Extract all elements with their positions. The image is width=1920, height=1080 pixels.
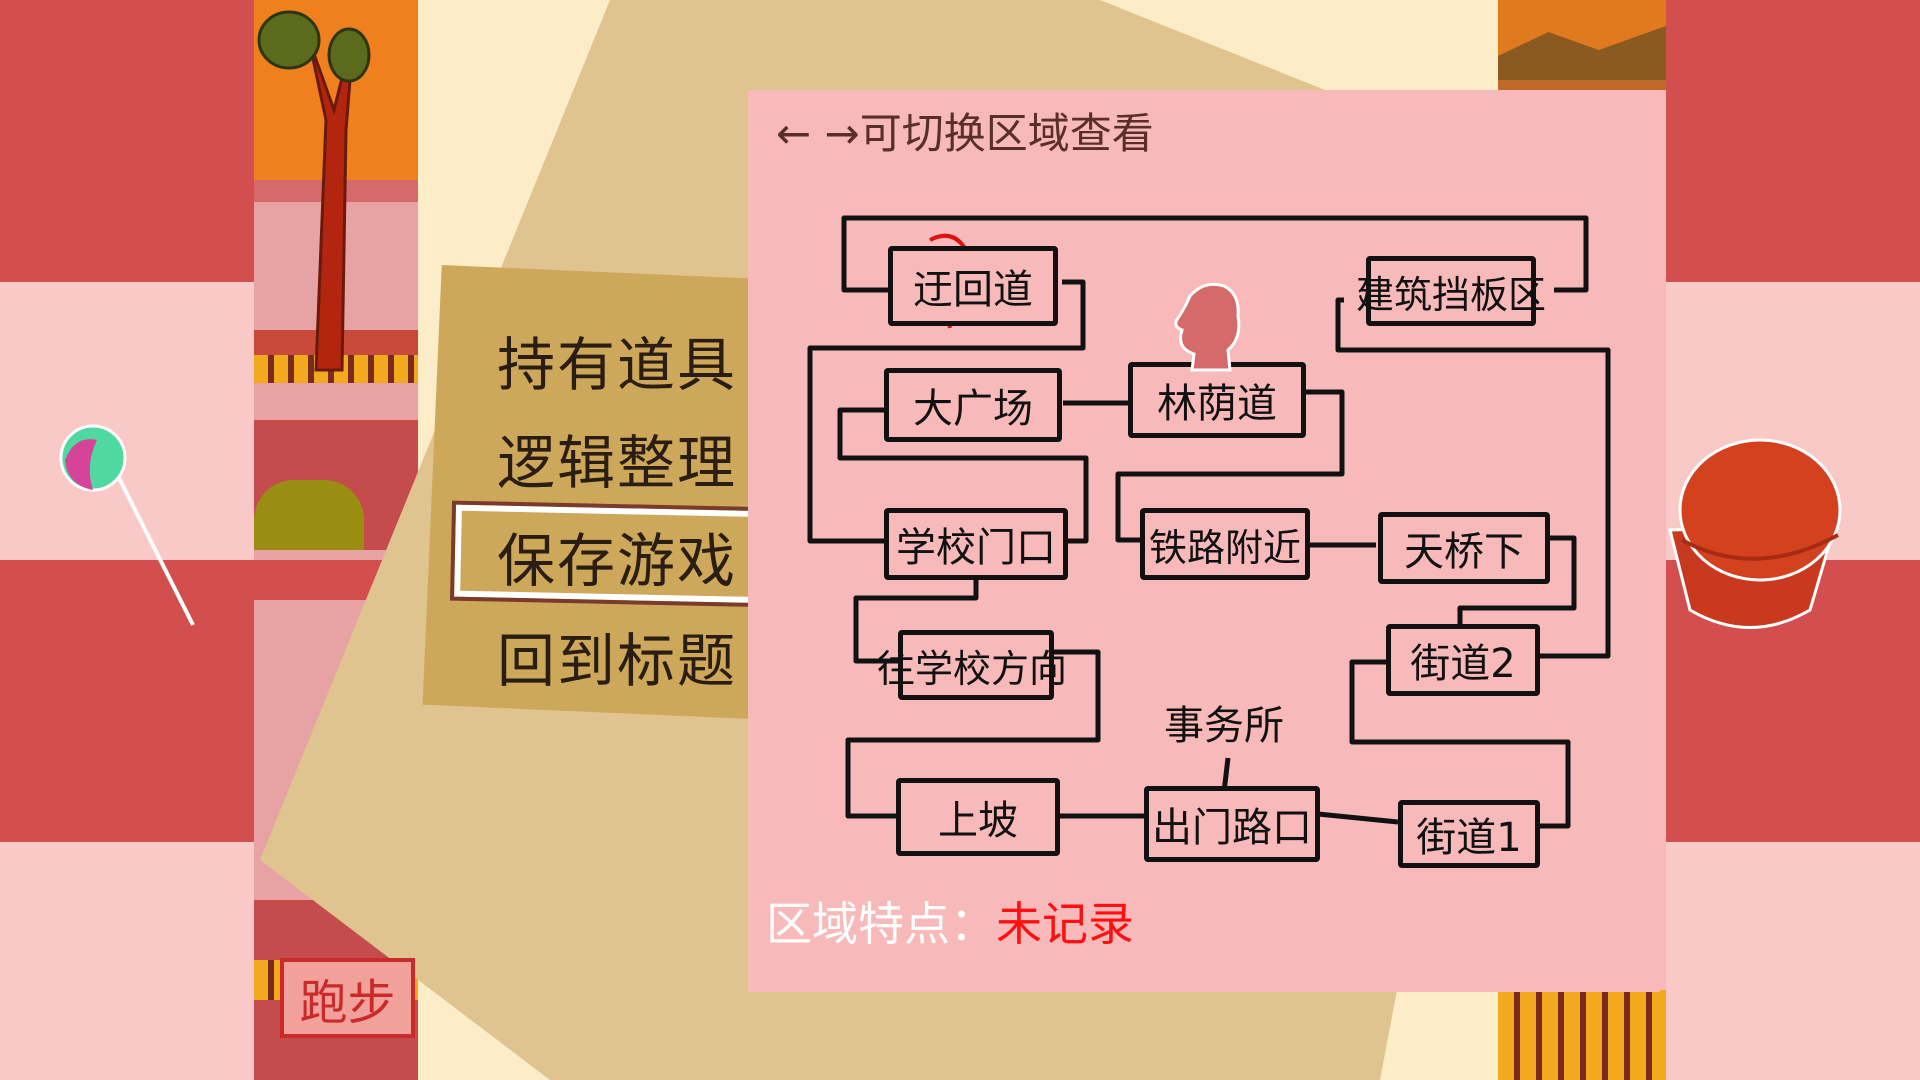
node-exit-crossing[interactable]: 出门路口 [1144,786,1320,862]
tree-icon [257,10,371,372]
left-stripe-3 [0,560,254,842]
map-connections [807,215,1611,829]
node-street2[interactable]: 街道2 [1386,624,1540,696]
menu-item-save[interactable]: 保存游戏 [497,527,738,595]
node-under-bridge[interactable]: 天桥下 [1378,512,1550,584]
area-feature: 区域特点：未记录 [766,888,1134,954]
menu-item-logic[interactable]: 逻辑整理 [497,429,738,497]
menu-item-items[interactable]: 持有道具 [497,331,738,399]
right-stripe-1 [1666,0,1920,282]
node-school-gate[interactable]: 学校门口 [884,508,1068,580]
node-toward-school[interactable]: 往学校方向 [877,630,1067,700]
left-stripe-1 [0,0,254,282]
node-street1[interactable]: 街道1 [1398,800,1540,868]
node-detour[interactable]: 迂回道 [888,246,1058,326]
node-building-board[interactable]: 建筑挡板区 [1356,256,1546,326]
node-railway[interactable]: 铁路附近 [1140,508,1310,580]
menu-item-title[interactable]: 回到标题 [497,627,738,695]
cake-icon [1668,438,1842,629]
node-boulevard[interactable]: 林荫道 [1128,362,1306,438]
node-uphill[interactable]: 上坡 [896,778,1060,856]
right-stripe-4 [1666,842,1920,1080]
left-stripe-4 [0,842,254,1080]
lollipop-icon [59,424,195,626]
map-hint: ← →可切换区域查看 [776,109,1154,158]
left-stripe-2 [0,282,254,564]
node-office: 事务所 [1164,703,1284,749]
area-feature-value: 未记录 [996,897,1134,951]
node-plaza[interactable]: 大广场 [884,368,1062,442]
area-feature-label: 区域特点： [766,897,996,951]
run-button[interactable]: 跑步 [280,958,415,1038]
player-marker-icon [1174,282,1241,372]
